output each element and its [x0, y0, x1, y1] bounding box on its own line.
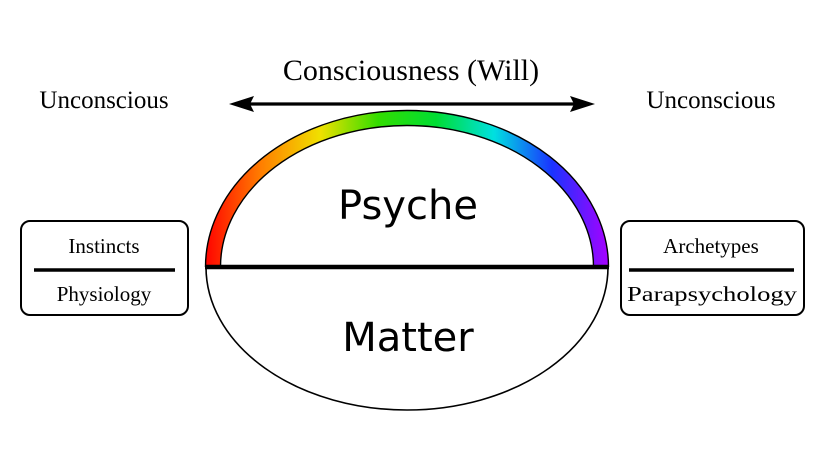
consciousness-arrow: [229, 96, 595, 112]
psyche-arc-inner-edge: [219, 124, 595, 268]
instincts-label: Instincts: [68, 234, 139, 258]
archetypes-label: Archetypes: [663, 234, 759, 258]
matter-label: Matter: [342, 315, 474, 361]
psyche-spectrum-arc: [205, 110, 609, 268]
archetypes-parapsychology-box: Archetypes Parapsychology: [620, 220, 805, 316]
left-box-frame: [20, 220, 189, 316]
physiology-label: Physiology: [57, 282, 152, 306]
instincts-physiology-box: Instincts Physiology: [20, 220, 189, 316]
parapsychology-label: Parapsychology: [627, 282, 798, 306]
right-box-frame: [620, 220, 805, 316]
unconscious-right-label: Unconscious: [646, 87, 775, 114]
matter-region: [205, 266, 609, 411]
unconscious-left-label: Unconscious: [39, 87, 168, 114]
psyche-label: Psyche: [338, 183, 478, 229]
psyche-arc-outer-edge: [204, 109, 610, 268]
consciousness-title: Consciousness (Will): [283, 54, 539, 87]
